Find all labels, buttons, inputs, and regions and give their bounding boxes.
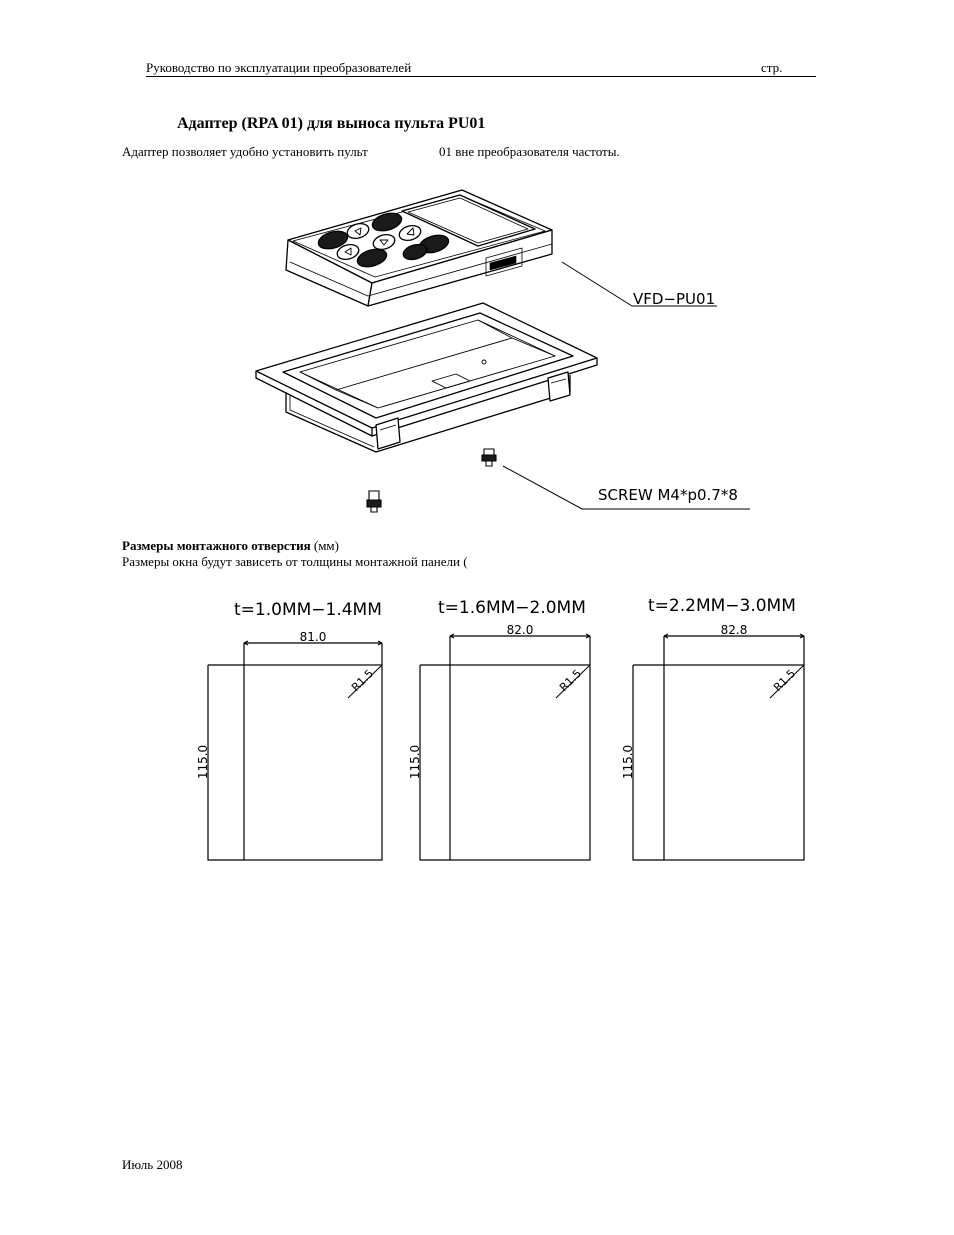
cutout-2-thickness: t=1.6MM−2.0MM [438,598,586,618]
cutout-2-radius: R1.5 [557,667,584,694]
intro-text-continued: 01 вне преобразователя частоты. [439,144,620,159]
header-title: Руководство по эксплуатации преобразоват… [146,60,412,75]
dimensions-title: Размеры монтажного отверстия (мм) [122,538,339,554]
cutout-2-width: 82.0 [507,623,534,637]
cutout-3-height: 115.0 [621,745,635,779]
cutout-2-height: 115.0 [408,745,422,779]
cutout-3-thickness: t=2.2MM−3.0MM [648,596,796,616]
cutout-drawing-1 [207,640,383,861]
intro-text: Адаптер позволяет удобно установить пуль… [122,144,368,159]
cutout-3-radius: R1.5 [771,667,798,694]
keypad-illustration [285,189,717,307]
dimensions-title-bold: Размеры монтажного отверстия [122,538,311,553]
dimensions-title-unit: (мм) [310,538,339,553]
footer-date: Июль 2008 [122,1157,183,1172]
dimensions-text: Размеры окна будут зависеть от толщины м… [122,554,468,569]
cutout-3-width: 82.8 [721,623,748,637]
header-page-label: стр. [761,60,783,75]
screw-label: SCREW M4*p0.7*8 [598,486,738,504]
cutout-1-width: 81.0 [300,630,327,644]
cutout-1-radius: R1.5 [349,667,376,694]
cutout-1-thickness: t=1.0MM−1.4MM [234,600,382,620]
keypad-label: VFD−PU01 [633,290,715,308]
cutout-drawing-2 [419,633,591,861]
cutout-1-height: 115.0 [196,745,210,779]
section-heading: Адаптер (RPA 01) для выноса пульта PU01 [177,115,486,132]
screw-illustration [366,448,750,513]
page-header: Руководство по эксплуатации преобразоват… [146,60,816,77]
adapter-frame-illustration [255,302,598,453]
cutout-drawing-3 [632,633,805,861]
